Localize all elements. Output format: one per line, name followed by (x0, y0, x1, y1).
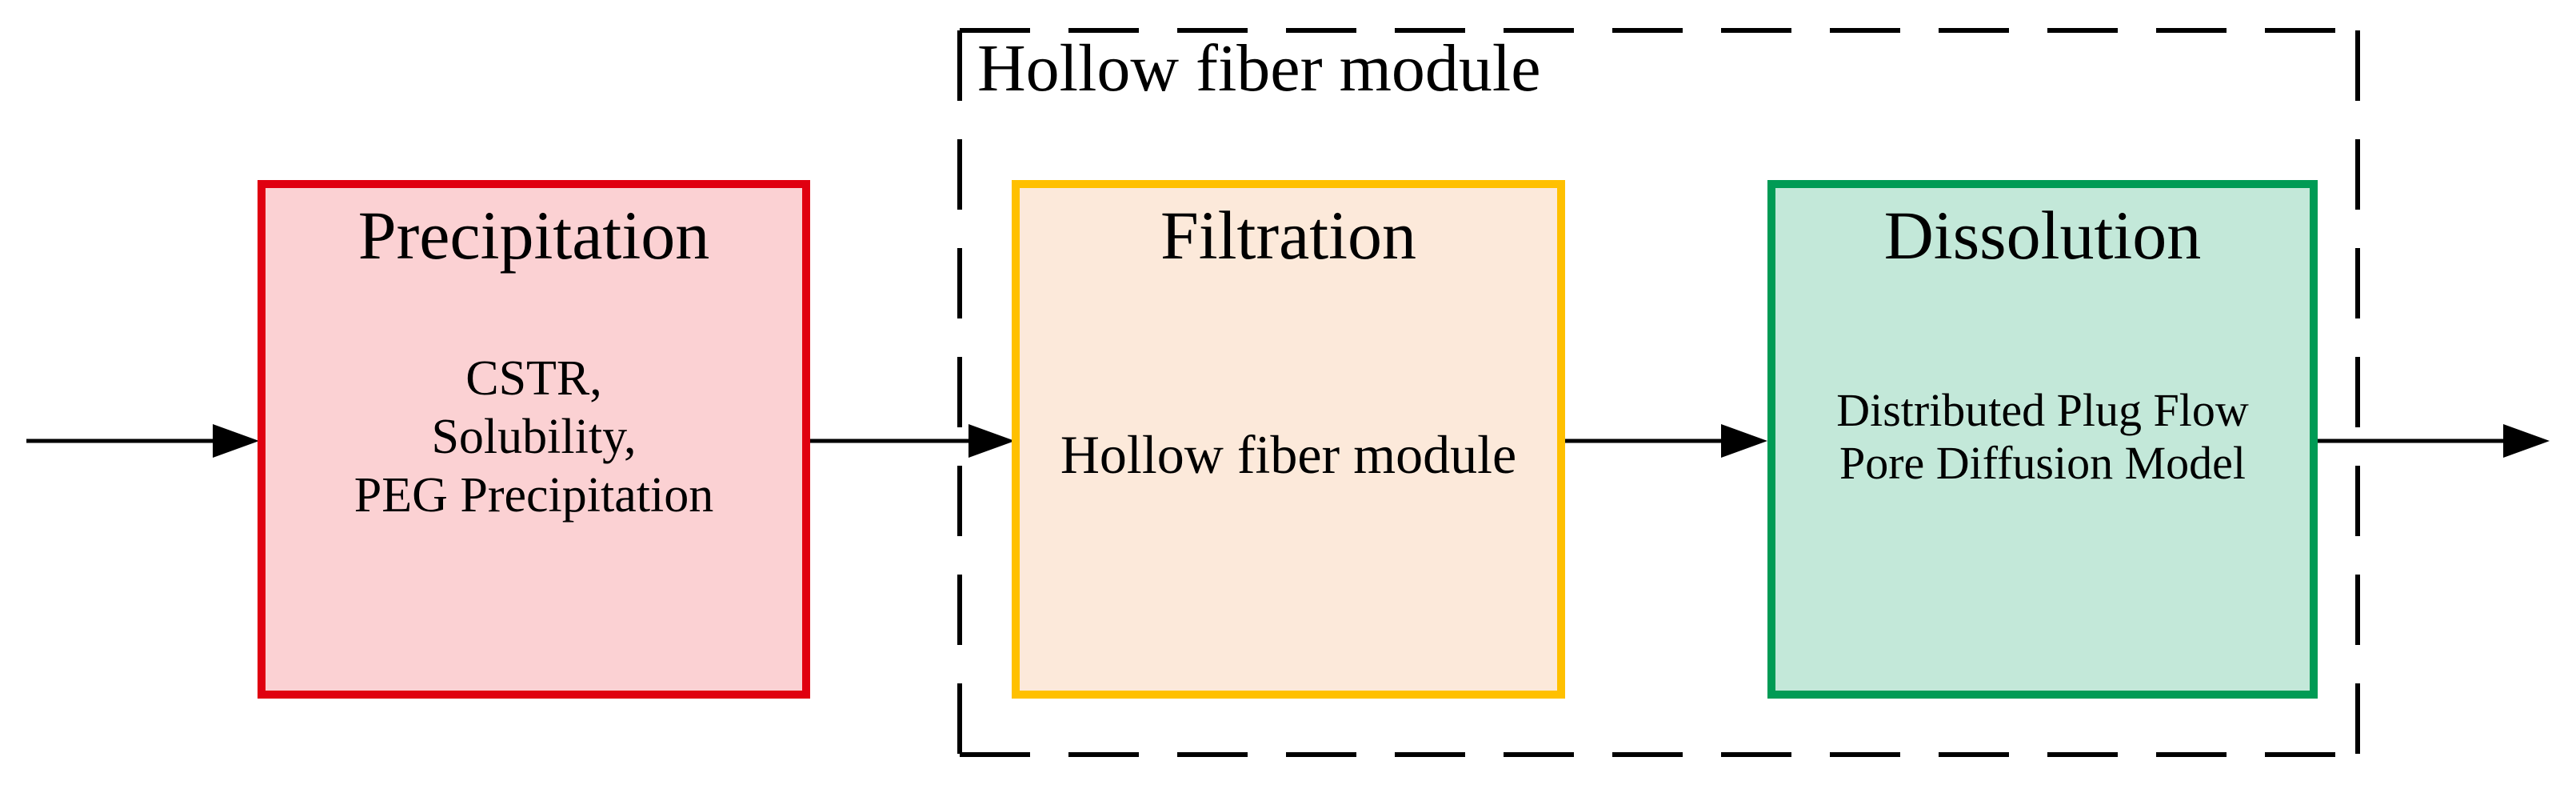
filtration-box-title: Filtration (1160, 197, 1417, 274)
precipitation-box-title: Precipitation (357, 197, 710, 274)
filtration-box-body: Hollow fiber module (1060, 424, 1517, 485)
module-boundary-label: Hollow fiber module (977, 31, 1541, 106)
dissolution-box-body: Distributed Plug Flow Pore Diffusion Mod… (1836, 384, 2249, 489)
arrow-head-icon (968, 424, 1015, 458)
filtration-box: Filtration Hollow fiber module (1012, 180, 1565, 699)
precipitation-box-body: CSTR, Solubility, PEG Precipitation (353, 351, 714, 523)
arrow-head-icon (213, 424, 259, 458)
inlet-arrow (26, 424, 259, 458)
dissolution-box-title: Dissolution (1883, 197, 2202, 274)
precipitation-to-filtration-arrow (810, 424, 1015, 458)
precipitation-box: Precipitation CSTR, Solubility, PEG Prec… (258, 180, 810, 699)
arrow-head-icon (2503, 424, 2550, 458)
filtration-to-dissolution-arrow (1565, 424, 1767, 458)
dissolution-box: Dissolution Distributed Plug Flow Pore D… (1767, 180, 2318, 699)
module-boundary-dashed-box (957, 28, 2360, 757)
arrow-head-icon (1721, 424, 1767, 458)
outlet-arrow (2318, 424, 2550, 458)
